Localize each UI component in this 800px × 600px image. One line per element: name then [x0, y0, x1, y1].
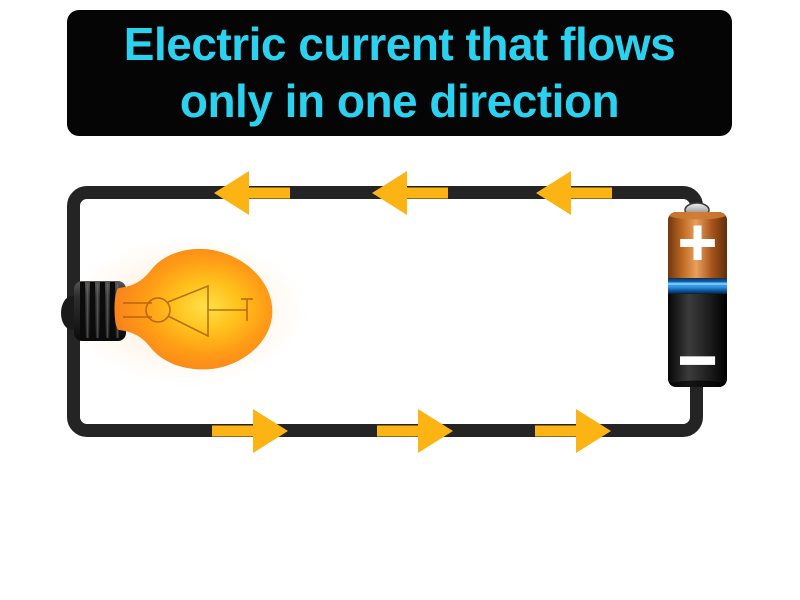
battery-bottom-cap	[668, 380, 727, 387]
current-arrow-bottom-2	[377, 408, 454, 454]
current-arrow-top-1	[213, 170, 290, 216]
right-arrow-icon	[535, 409, 611, 453]
battery-top-cap	[668, 212, 727, 220]
definition-line-2: only in one direction	[179, 75, 620, 127]
bulb-glass	[114, 248, 273, 370]
definition-banner: Electric current that flows only in one …	[67, 10, 732, 136]
right-arrow-icon	[212, 409, 288, 453]
current-arrow-top-3	[535, 170, 612, 216]
battery-band-highlight	[668, 282, 727, 285]
battery-negative-section	[668, 294, 727, 387]
left-arrow-icon	[214, 171, 290, 215]
bulb-filament	[123, 284, 253, 338]
bulb-screw-base	[74, 281, 126, 341]
battery-minus-label: −	[676, 330, 720, 390]
current-arrow-bottom-1	[212, 408, 289, 454]
battery-plus-label: +	[676, 212, 720, 272]
definition-line-1: Electric current that flows	[123, 18, 676, 70]
current-arrow-bottom-3	[535, 408, 612, 454]
battery-positive-section	[668, 212, 727, 278]
left-arrow-icon	[372, 171, 448, 215]
battery-separator-band	[668, 278, 727, 294]
right-arrow-icon	[377, 409, 453, 453]
left-arrow-icon	[536, 171, 612, 215]
current-arrow-top-2	[371, 170, 448, 216]
battery: + −	[668, 202, 727, 391]
light-bulb	[61, 248, 273, 370]
